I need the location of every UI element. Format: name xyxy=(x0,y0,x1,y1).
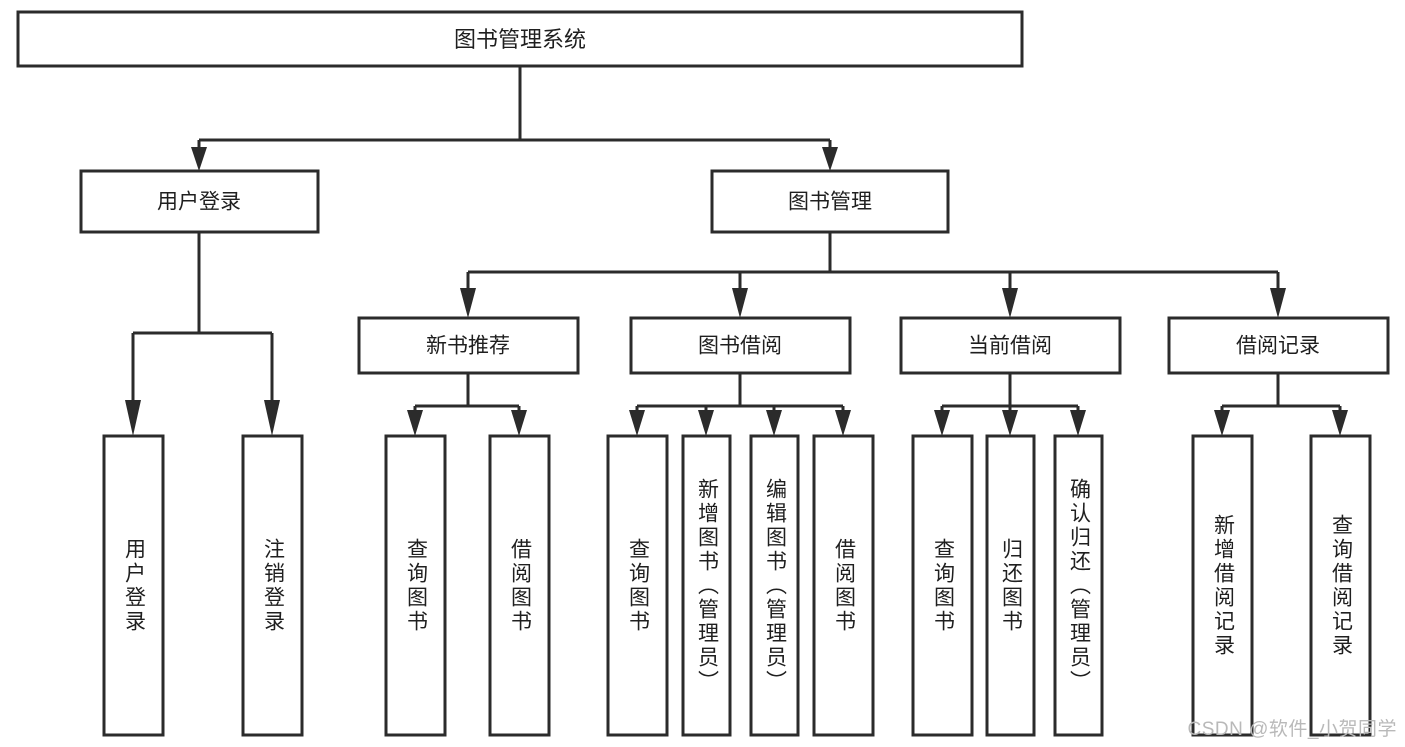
arrow-head-user-login xyxy=(191,147,207,171)
arrow-head-borrow-record xyxy=(1270,288,1286,318)
node-borrow-record[interactable]: 借阅记录 xyxy=(1167,316,1390,375)
node-current-borrow[interactable]: 当前借阅 xyxy=(899,316,1122,375)
arrow-head-leaf-return-book xyxy=(1002,410,1018,436)
leaf-box-edit-book[interactable] xyxy=(749,434,800,737)
arrow-head-leaf-query-book-2 xyxy=(629,410,645,436)
connector-group-current-borrow xyxy=(934,373,1086,436)
leaf-box-return-book[interactable] xyxy=(985,434,1036,737)
connector-group-borrow-record xyxy=(1214,373,1348,436)
arrow-head-current-borrow xyxy=(1002,288,1018,318)
leaf-box-query-book-3[interactable] xyxy=(911,434,974,737)
arrow-head-book-borrow xyxy=(732,288,748,318)
node-book-borrow[interactable]: 图书借阅 xyxy=(629,316,852,375)
node-root-label: 图书管理系统 xyxy=(454,27,586,52)
leaf-box-query-book-2[interactable] xyxy=(606,434,669,737)
node-book-borrow-box[interactable] xyxy=(629,316,852,375)
node-book-manage-label: 图书管理 xyxy=(788,191,872,214)
watermark-text: CSDN @软件_小贺同学 xyxy=(1187,719,1397,740)
arrow-head-leaf-add-book xyxy=(698,410,714,436)
leaf-box-borrow-book-1[interactable] xyxy=(488,434,551,737)
connector-group-new-book-recommend xyxy=(407,373,527,436)
leaf-boxes xyxy=(102,434,1372,737)
node-root[interactable]: 图书管理系统 xyxy=(16,10,1024,68)
connector-group-book-manage xyxy=(460,232,1286,318)
arrow-head-new-book-recommend xyxy=(460,288,476,318)
leaf-box-add-book[interactable] xyxy=(681,434,732,737)
arrow-head-leaf-borrow-book-2 xyxy=(835,410,851,436)
arrow-head-leaf-user-login xyxy=(125,400,141,436)
node-book-borrow-label: 图书借阅 xyxy=(698,335,782,358)
arrow-head-leaf-borrow-book-1 xyxy=(511,410,527,436)
arrow-head-leaf-query-book-1 xyxy=(407,410,423,436)
arrow-head-leaf-query-record xyxy=(1332,410,1348,436)
node-new-book-recommend[interactable]: 新书推荐 xyxy=(357,316,580,375)
node-new-book-recommend-label: 新书推荐 xyxy=(426,335,510,358)
node-root-box[interactable] xyxy=(16,10,1024,68)
leaf-box-borrow-book-2[interactable] xyxy=(812,434,875,737)
leaf-box-confirm-return[interactable] xyxy=(1053,434,1104,737)
node-user-login-label: 用户登录 xyxy=(157,191,241,214)
arrow-head-leaf-add-record xyxy=(1214,410,1230,436)
node-borrow-record-box[interactable] xyxy=(1167,316,1390,375)
node-book-manage-box[interactable] xyxy=(710,169,950,234)
connector-group-user-login xyxy=(125,232,280,436)
node-current-borrow-label: 当前借阅 xyxy=(968,335,1052,358)
node-current-borrow-box[interactable] xyxy=(899,316,1122,375)
leaf-box-user-login[interactable] xyxy=(102,434,165,737)
arrow-head-book-manage xyxy=(822,147,838,171)
node-borrow-record-label: 借阅记录 xyxy=(1236,335,1320,358)
node-user-login-box[interactable] xyxy=(79,169,320,234)
connector-group-root xyxy=(191,66,838,171)
leaf-box-add-record[interactable] xyxy=(1191,434,1254,737)
leaf-box-user-logout[interactable] xyxy=(241,434,304,737)
node-book-manage[interactable]: 图书管理 xyxy=(710,169,950,234)
node-user-login[interactable]: 用户登录 xyxy=(79,169,320,234)
connector-group-book-borrow xyxy=(629,373,851,436)
leaf-box-query-record[interactable] xyxy=(1309,434,1372,737)
arrow-head-leaf-user-logout xyxy=(264,400,280,436)
arrow-head-leaf-query-book-3 xyxy=(934,410,950,436)
node-new-book-recommend-box[interactable] xyxy=(357,316,580,375)
leaf-box-query-book-1[interactable] xyxy=(384,434,447,737)
arrow-head-leaf-confirm-return xyxy=(1070,410,1086,436)
arrow-head-leaf-edit-book xyxy=(766,410,782,436)
